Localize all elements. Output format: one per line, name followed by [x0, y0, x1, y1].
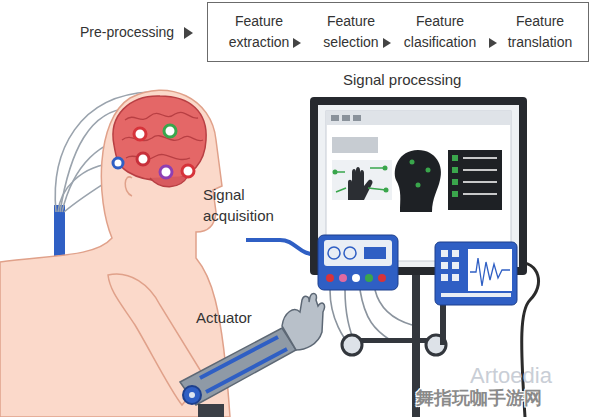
arrow-head [383, 38, 391, 48]
stage-label: Feature selection [313, 11, 389, 53]
person-silhouette [0, 90, 230, 417]
jack [378, 274, 386, 282]
signal-wire [330, 290, 412, 345]
electrode [182, 165, 194, 177]
screen-panel [332, 137, 378, 153]
marker-dot [410, 160, 415, 165]
electrode [137, 153, 149, 165]
scope-button [452, 274, 459, 281]
scope-slider [441, 293, 511, 297]
step-arrows [207, 2, 589, 62]
marker-dot [416, 183, 421, 188]
arrow-head [489, 38, 497, 48]
scope-button [441, 262, 448, 269]
section-title: Signal processing [343, 69, 503, 90]
arm-mount [198, 404, 224, 417]
marker-dot [384, 188, 389, 193]
list-marker [452, 167, 458, 173]
exoskeleton-strap [200, 337, 287, 392]
amplifier-panel [324, 240, 392, 266]
waveform [470, 258, 510, 286]
electrode [134, 128, 146, 140]
window-button [342, 115, 350, 121]
stage-label: Pre-processing [80, 22, 184, 43]
dial [328, 247, 340, 259]
scope-button [452, 262, 459, 269]
marker-dot [383, 166, 388, 171]
scope-button [452, 250, 459, 257]
list-row [463, 158, 497, 194]
scope-button [441, 274, 448, 281]
upper-arm [108, 274, 205, 405]
process-box: Feature extractionFeature selectionFeatu… [207, 2, 589, 62]
list-marker [452, 155, 458, 161]
jack [352, 274, 360, 282]
marker-dot [426, 168, 431, 173]
electrode [164, 125, 176, 137]
stage-label: Feature clasification [392, 11, 488, 53]
watermark: 舞指玩咖手游网 [416, 386, 596, 410]
elbow-joint [189, 392, 195, 398]
ear [125, 177, 132, 196]
marker-line [335, 168, 386, 192]
elbow-joint [183, 386, 201, 404]
jack [365, 274, 373, 282]
stand-arm [440, 305, 446, 345]
electrode [113, 158, 123, 168]
exoskeleton-forearm [180, 328, 296, 405]
head-icon [395, 150, 441, 212]
brain [113, 96, 206, 181]
window-bar [326, 111, 511, 125]
data-table [448, 150, 502, 210]
jack [326, 274, 334, 282]
stage-label: Feature extraction [219, 11, 299, 53]
arrow-head [184, 27, 193, 39]
list-marker [452, 191, 458, 197]
robotic-hand [282, 293, 324, 350]
marker-dot [333, 170, 338, 175]
scope-screen [468, 249, 512, 291]
window-button [353, 115, 361, 121]
stage-label: Feature translation [498, 11, 582, 53]
part-label: Actuator [196, 307, 276, 328]
electrode [160, 166, 172, 178]
amplifier [318, 235, 398, 290]
screen-panel [332, 160, 392, 200]
arrow-head [293, 38, 301, 48]
cable [246, 240, 318, 255]
watermark: Artoedia [470, 362, 590, 390]
list-marker [452, 179, 458, 185]
stand-joint [342, 335, 362, 355]
display [364, 247, 386, 259]
jack [339, 274, 347, 282]
part-label: Signal acquisition [203, 184, 293, 226]
oscilloscope [435, 242, 517, 305]
window-button [331, 115, 339, 121]
dial [344, 247, 356, 259]
hand-icon [348, 167, 373, 200]
brain-folds [122, 112, 203, 159]
scope-button [441, 250, 448, 257]
